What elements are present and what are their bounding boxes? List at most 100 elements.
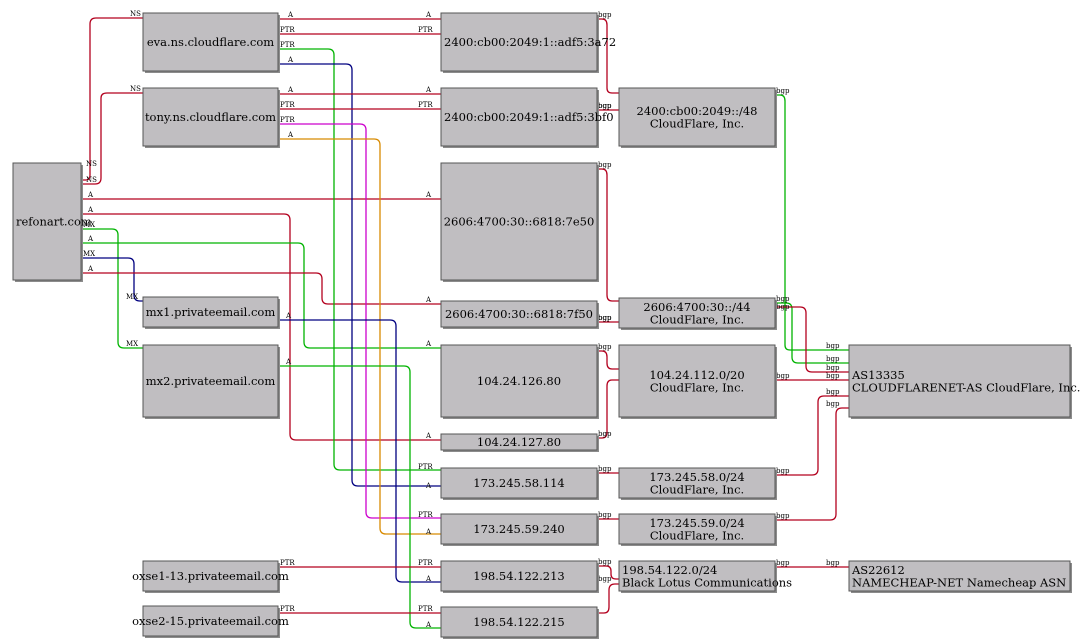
node-box (440, 162, 598, 281)
edge-label: A (425, 482, 432, 490)
node-box (142, 344, 279, 418)
node-ip_59_240[interactable]: 173.245.59.240 (440, 513, 599, 546)
node-label: CLOUDFLARENET-AS CloudFlare, Inc. (852, 380, 1080, 394)
node-box (142, 87, 279, 147)
edge-label: bgp (776, 372, 790, 380)
edge-label: PTR (418, 101, 433, 109)
edge-label-tail: A (287, 56, 294, 64)
node-ip_3a72[interactable]: 2400:cb00:2049:1::adf5:3a72 (440, 12, 616, 73)
edge-label: bgp (776, 87, 790, 95)
node-ip_122_213[interactable]: 198.54.122.213 (440, 560, 599, 593)
node-oxse1[interactable]: oxse1-13.privateemail.com (132, 560, 289, 593)
edge-label: PTR (418, 26, 433, 34)
node-mx2[interactable]: mx2.privateemail.com (142, 344, 280, 419)
edge-line (775, 407, 849, 521)
edge-label-tail: A (87, 265, 94, 273)
edge-refonart-to-ip_127_80: AA (81, 206, 441, 441)
edge-label-tail: PTR (280, 101, 295, 109)
node-label: 2400:cb00:2049:1::adf5:3bf0 (444, 110, 614, 124)
node-label: 2606:4700:30::6818:7e50 (444, 215, 595, 229)
node-ip_127_80[interactable]: 104.24.127.80 (440, 433, 599, 452)
edge-line (775, 94, 849, 351)
node-label: oxse1-13.privateemail.com (132, 569, 289, 583)
edge-label: bgp (598, 314, 612, 322)
edge-ip_3a72-to-eva: PTR PTR (278, 26, 441, 35)
edge-ip_7e50-to-pfx_2606: bgp (597, 161, 619, 302)
edge-label: A (425, 340, 432, 348)
edge-line (597, 18, 619, 94)
edge-ip_127_80-to-pfx_104: bgp (597, 379, 619, 439)
edge-refonart-to-ip_7f50: AA (81, 265, 441, 305)
edge-label-tail: A (285, 312, 292, 320)
node-label: mx1.privateemail.com (146, 305, 276, 319)
node-refonart[interactable]: refonart.com (12, 162, 92, 282)
edge-line (775, 306, 849, 373)
node-label: eva.ns.cloudflare.com (147, 35, 274, 49)
edge-label: PTR (418, 605, 433, 613)
node-label: oxse2-15.privateemail.com (132, 614, 289, 628)
node-ip_122_215[interactable]: 198.54.122.215 (440, 606, 599, 639)
node-label: 173.245.59.0/24 (649, 516, 744, 530)
edge-label: bgp (598, 11, 612, 19)
edge-label: A (425, 86, 432, 94)
edge-line (597, 583, 619, 614)
node-mx1[interactable]: mx1.privateemail.com (142, 296, 280, 329)
node-box (440, 467, 598, 499)
edge-line (597, 350, 619, 370)
edge-pfx_2606-to-as13335: bgp bgp (775, 303, 849, 373)
node-box (440, 433, 598, 451)
edge-label-tail: A (87, 206, 94, 214)
node-label: 198.54.122.213 (473, 569, 564, 583)
edge-line (81, 92, 143, 185)
edge-label: A (425, 191, 432, 199)
edge-line (81, 228, 143, 349)
node-label: Black Lotus Communications (622, 575, 792, 589)
node-label: AS13335 (851, 368, 905, 382)
node-box (618, 87, 776, 147)
node-label: refonart.com (16, 215, 92, 229)
node-eva[interactable]: eva.ns.cloudflare.com (142, 12, 280, 73)
node-label: CloudFlare, Inc. (650, 482, 744, 496)
edge-line (278, 63, 441, 487)
node-box (440, 344, 598, 418)
edge-label-tail: PTR (280, 26, 295, 34)
edge-mx2-to-ip_122_215: AA (278, 358, 441, 629)
edge-ip_3bf0-to-tony: PTR PTR (278, 101, 441, 110)
edge-label: bgp (598, 430, 612, 438)
edge-line (597, 168, 619, 302)
edge-label: bgp (776, 512, 790, 520)
node-tony[interactable]: tony.ns.cloudflare.com (142, 87, 280, 148)
edge-label-tail: PTR (280, 116, 295, 124)
node-box (142, 296, 279, 328)
node-oxse2[interactable]: oxse2-15.privateemail.com (132, 605, 289, 638)
node-label: 104.24.126.80 (477, 374, 561, 388)
node-box (12, 162, 82, 281)
edge-label-tail: A (285, 358, 292, 366)
node-ip_3bf0[interactable]: 2400:cb00:2049:1::adf5:3bf0 (440, 87, 614, 148)
node-ip_58_114[interactable]: 173.245.58.114 (440, 467, 599, 500)
node-label: 2400:cb00:2049::/48 (637, 104, 758, 118)
edge-label-tail: A (287, 131, 294, 139)
node-ip_126_80[interactable]: 104.24.126.80 (440, 344, 599, 419)
edge-label-tail: bgp (598, 102, 612, 110)
node-box (618, 297, 776, 329)
node-label: 2606:4700:30::/44 (643, 300, 750, 314)
edge-label-tail: bgp (826, 342, 840, 350)
edge-label: bgp (776, 303, 790, 311)
node-ip_7e50[interactable]: 2606:4700:30::6818:7e50 (440, 162, 599, 282)
node-ip_7f50[interactable]: 2606:4700:30::6818:7f50 (440, 300, 599, 329)
node-box (440, 300, 598, 328)
edge-line (278, 48, 441, 471)
